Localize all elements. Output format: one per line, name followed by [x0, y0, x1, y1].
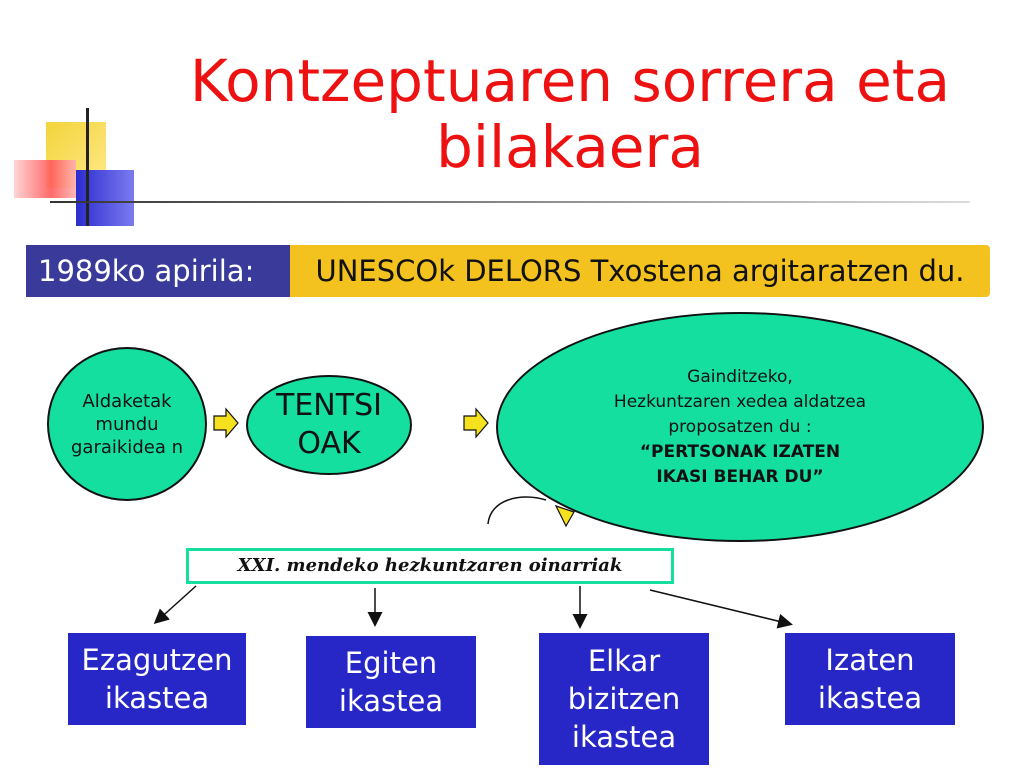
foundations-heading: XXI. mendeko hezkuntzaren oinarriak — [186, 548, 674, 584]
pillar-learning-to-do: Egiten ikastea — [306, 636, 476, 728]
change-text: Aldaketak mundu garaikidea n — [71, 390, 183, 458]
decor-red-square — [14, 160, 76, 198]
tensions-ellipse: TENTSI OAK — [246, 375, 412, 475]
tensions-text: TENTSI OAK — [276, 388, 382, 461]
proposal-quote-line-1: “PERTSONAK IZATEN — [639, 441, 841, 462]
block-arrow-3 — [554, 504, 575, 528]
proposal-quote-line-2: IKASI BEHAR DU” — [656, 466, 824, 487]
pillar-label: Egiten ikastea — [338, 646, 444, 718]
proposal-ellipse: Gainditzeko, Hezkuntzaren xedea aldatzea… — [496, 312, 984, 542]
slide-title: Kontzeptuaren sorrera eta bilakaera — [189, 47, 951, 181]
event-text: UNESCOk DELORS Txostena argitaratzen du. — [290, 245, 990, 297]
pillar-learning-to-be: Izaten ikastea — [785, 633, 955, 725]
pillar-learning-to-live-together: Elkar bizitzen ikastea — [539, 633, 709, 765]
block-arrow-2 — [463, 407, 489, 439]
title-underline — [50, 201, 970, 203]
proposal-line-2: Hezkuntzaren xedea aldatzea — [613, 391, 867, 412]
pillar-learning-to-know: Ezagutzen ikastea — [68, 633, 246, 725]
curved-connector — [487, 496, 547, 525]
change-ellipse: Aldaketak mundu garaikidea n — [47, 347, 207, 501]
arrow-to-pillar-4 — [649, 589, 793, 629]
block-arrow-1 — [213, 407, 239, 439]
pillar-label: Elkar bizitzen ikastea — [567, 644, 681, 754]
date-label: 1989ko apirila: — [26, 245, 290, 297]
pillar-label: Ezagutzen ikastea — [81, 643, 233, 715]
arrow-to-pillar-1 — [153, 585, 197, 625]
decor-blue-square — [76, 170, 134, 226]
proposal-line-1: Gainditzeko, — [687, 366, 793, 387]
pillar-label: Izaten ikastea — [817, 643, 923, 715]
proposal-line-3: proposatzen du : — [668, 416, 812, 437]
decor-vertical-line — [86, 108, 89, 226]
